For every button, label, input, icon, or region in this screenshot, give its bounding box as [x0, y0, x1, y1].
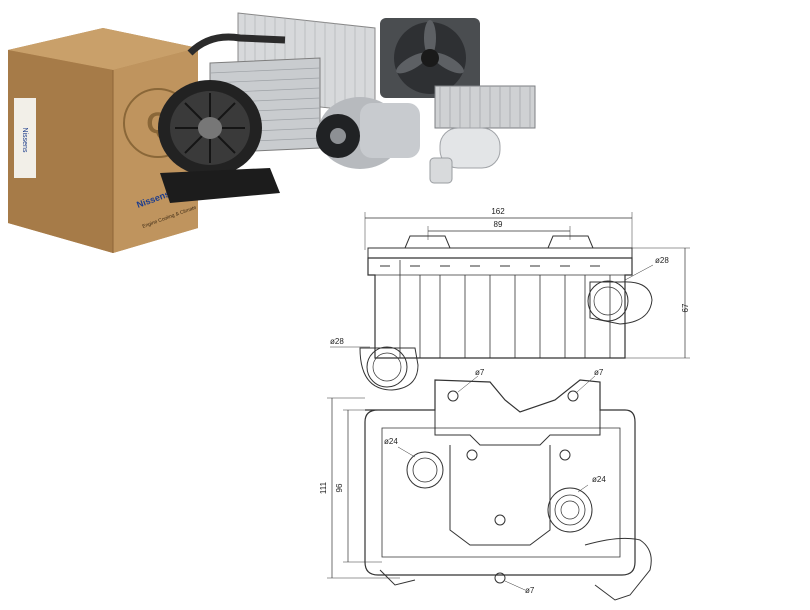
dim-height: 67: [681, 303, 690, 312]
radiator-fan-illustration: [380, 18, 480, 98]
ac-compressor-illustration: [316, 97, 420, 169]
port-left: [406, 451, 444, 489]
dim-inner-width: 89: [494, 220, 503, 229]
product-photo-collage: [158, 12, 536, 203]
box-label: [14, 98, 36, 178]
port-label-left: ø24: [384, 437, 398, 446]
dim-pipe-left: ø28: [330, 337, 344, 346]
dim-pipe-right: ø28: [655, 256, 669, 265]
small-hole-right: [559, 449, 571, 461]
hole-label-bottom: ø7: [525, 586, 535, 595]
hole-label-top-left: ø7: [475, 368, 485, 377]
dim-inner-height: 96: [335, 483, 344, 492]
hole-label-top-right: ø7: [594, 368, 604, 377]
heater-core-illustration: [434, 85, 536, 129]
mount-hole-top-right: [567, 390, 579, 402]
center-hole: [494, 514, 506, 526]
technical-drawing: 162 89: [320, 207, 690, 601]
left-pipe-outline: [359, 346, 419, 391]
bottom-view: ø7 ø7 ø24 ø24 ø7 111 96: [320, 368, 652, 601]
port-right: [547, 487, 593, 533]
top-view: 162 89: [330, 207, 690, 391]
ac-pipe-illustration: [187, 33, 286, 56]
dim-total-width: 162: [491, 207, 505, 216]
right-pipe-outline: [587, 280, 653, 325]
box-brand-vertical: Nissens: [21, 128, 28, 153]
blower-motor-illustration: [158, 80, 280, 203]
port-label-right: ø24: [592, 475, 606, 484]
mount-hole-bottom: [494, 572, 506, 584]
small-hole-left: [466, 449, 478, 461]
mount-hole-top-left: [447, 390, 459, 402]
dim-total-height: 111: [320, 481, 328, 494]
receiver-drier-illustration: [429, 127, 501, 184]
